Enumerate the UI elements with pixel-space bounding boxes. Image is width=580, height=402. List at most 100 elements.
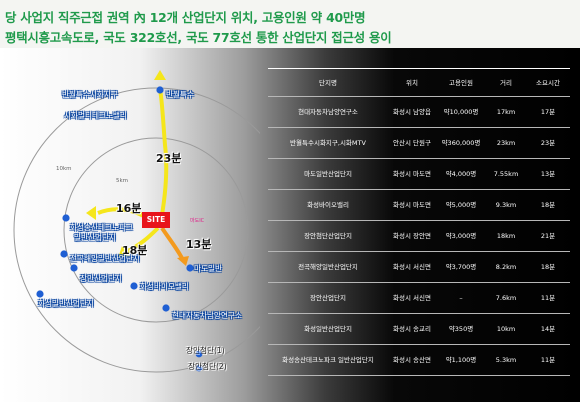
ring-5km [63,137,249,323]
cell-location: 화성시 송교리 [388,313,436,345]
cell-location: 화성시 마도면 [388,189,436,221]
arrow-left [86,206,96,220]
table-row: 반월특수시화지구,시화MTV 안산시 단원구 약360,000명 23km 23… [268,127,570,159]
cell-time: 21분 [526,220,570,252]
table-row: 장안첨단산업단지 화성시 장안면 약3,000명 18km 21분 [268,220,570,252]
cell-employees: 약4,000명 [436,158,486,190]
table-row: 화성송산테크노파크 일반산업단지 화성시 송산면 약1,100명 5.3km 1… [268,344,570,376]
map-graphic [13,70,260,373]
marker-jangan [70,264,78,272]
cell-name: 마도일반산업단지 [268,158,388,190]
cell-time: 17분 [526,96,570,128]
cell-name: 장안산업단지 [268,282,388,314]
col-location: 위치 [388,68,436,97]
cell-distance: 10km [486,313,526,345]
cell-employees: 약350명 [436,313,486,345]
place-markers [36,86,203,372]
arrow-up [154,70,166,80]
label-bio: 화성바이오밸리 [140,282,189,291]
headline-1: 당 사업지 직주근접 권역 內 12개 산업단지 위치, 고용인원 약 40만명 [5,10,366,25]
route-mado [160,226,185,261]
header: 당 사업지 직주근접 권역 內 12개 산업단지 위치, 고용인원 약 40만명… [0,0,580,48]
col-employees: 고용인원 [436,68,486,97]
cell-name: 화성바이오밸리 [268,189,388,221]
cell-location: 화성시 서신면 [388,251,436,283]
table-row: 전곡해양일반산업단지 화성시 서신면 약3,700명 8.2km 18분 [268,251,570,283]
label-hyundai: 현대자동차남양연구소 [172,311,242,320]
cell-location: 화성시 남양읍 [388,96,436,128]
cell-name: 장안첨단산업단지 [268,220,388,252]
label-songsan-1: 화성송산테크노파크 [70,223,133,232]
exit-label: 마도IC [190,218,205,224]
cell-employees: 약5,000명 [436,189,486,221]
cell-time: 18분 [526,251,570,283]
label-banwol-mtv: 반월특수시화지구 [62,90,118,99]
table-row: 현대자동차남양연구소 화성시 남양읍 약10,000명 17km 17분 [268,96,570,128]
cell-distance: 23km [486,127,526,159]
cell-name: 반월특수시화지구,시화MTV [268,127,388,159]
table-row: 화성일반산업단지 화성시 송교리 약350명 10km 14분 [268,313,570,345]
cell-time: 11분 [526,282,570,314]
cell-employees: 약1,100명 [436,344,486,376]
ring-10km [13,87,260,373]
marker-mado [186,264,194,272]
col-time: 소요시간 [526,68,570,97]
headline-2: 평택시흥고속도로, 국도 322호선, 국도 77호선 통한 산업단지 접근성 … [5,30,392,45]
cell-employees: – [436,282,486,314]
cell-name: 화성송산테크노파크 일반산업단지 [268,344,388,376]
table-row: 마도일반산업단지 화성시 마도면 약4,000명 7.55km 13분 [268,158,570,190]
marker-hyundai [162,304,170,312]
label-jeongok: 전곡해양일반산업단지 [70,254,140,263]
cell-name: 전곡해양일반산업단지 [268,251,388,283]
cell-employees: 약10,000명 [436,96,486,128]
col-name: 단지명 [268,68,388,97]
marker-jangan2 [195,364,203,372]
marker-jangan1 [195,350,203,358]
cell-time: 18분 [526,189,570,221]
cell-distance: 18km [486,220,526,252]
site-marker: SITE [142,212,170,228]
marker-hwaseong [36,290,44,298]
cell-name: 화성일반산업단지 [268,313,388,345]
time-18: 18분 [122,244,148,257]
cell-distance: 7.55km [486,158,526,190]
label-songsan-2: 일반산업단지 [74,233,116,242]
cell-name: 현대자동차남양연구소 [268,96,388,128]
cell-employees: 약360,000명 [436,127,486,159]
route-banwol [158,89,169,227]
cell-location: 화성시 서신면 [388,282,436,314]
cell-distance: 8.2km [486,251,526,283]
cell-employees: 약3,700명 [436,251,486,283]
industrial-complex-table: 단지명 위치 고용인원 거리 소요시간 현대자동차남양연구소 화성시 남양읍 약… [268,68,570,376]
cell-location: 화성시 장안면 [388,220,436,252]
marker-bio [130,282,138,290]
marker-jeongok [60,250,68,258]
label-sihwa-techno: 시화멀티테크노밸리 [64,111,127,120]
cell-location: 안산시 단원구 [388,127,436,159]
label-hwaseong-ind: 화성일반산업단지 [38,299,94,308]
cell-location: 화성시 송산면 [388,344,436,376]
cell-time: 14분 [526,313,570,345]
time-23: 23분 [156,152,182,165]
cell-distance: 5.3km [486,344,526,376]
cell-location: 화성시 마도면 [388,158,436,190]
location-map: 10km 5km 반월특수시화지구 반월특수 시화멀티테크노밸리 화성송산테크노… [0,50,260,402]
label-banwol: 반월특수 [166,90,194,99]
table-header-row: 단지명 위치 고용인원 거리 소요시간 [268,68,570,97]
cell-time: 13분 [526,158,570,190]
arrow-down-left [118,246,130,258]
time-16: 16분 [116,202,142,215]
cell-time: 11분 [526,344,570,376]
ring-label-5km: 5km [116,178,129,184]
cell-distance: 7.6km [486,282,526,314]
ring-label-10km: 10km [56,166,72,172]
label-jangan-ind: 장안산업단지 [80,274,122,283]
arrow-down-right [177,256,189,266]
table-row: 장안산업단지 화성시 서신면 – 7.6km 11분 [268,282,570,314]
cell-employees: 약3,000명 [436,220,486,252]
cell-time: 23분 [526,127,570,159]
marker-songsan [62,214,70,222]
col-distance: 거리 [486,68,526,97]
label-jangan-1: 장안첨단(1) [186,346,225,355]
